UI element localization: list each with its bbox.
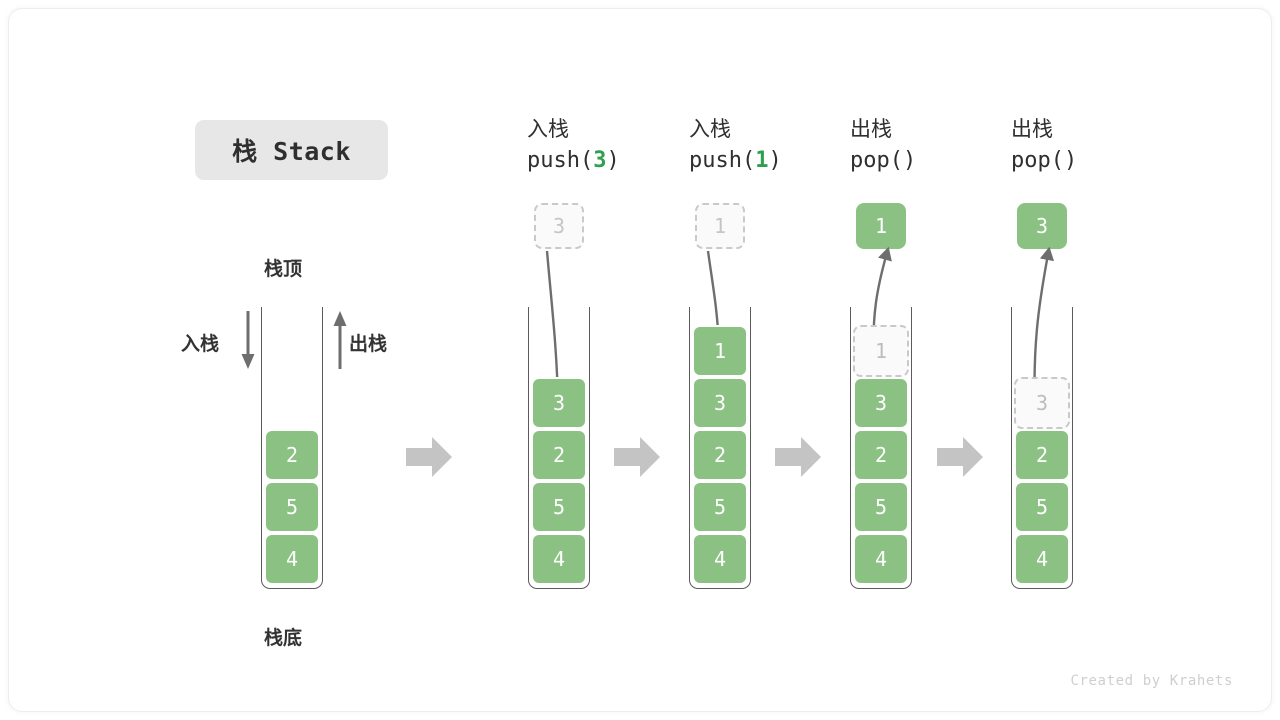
stack-container-outline xyxy=(689,307,751,589)
popped-element-box: 1 xyxy=(856,203,906,249)
stage-title-push-1: 入栈 push(1) xyxy=(689,115,782,176)
code-argument: 1 xyxy=(755,147,769,173)
stage-code-label: pop() xyxy=(850,145,916,176)
stack-cell: 2 xyxy=(853,429,909,481)
stack-container-outline xyxy=(850,307,912,589)
watermark: Created by Krahets xyxy=(1070,673,1233,689)
step-arrow-icon-3 xyxy=(775,437,821,477)
stack-cell: 3 xyxy=(692,377,748,429)
code-prefix: push( xyxy=(527,147,594,173)
stack-cell: 4 xyxy=(853,533,909,585)
stack-title-badge: 栈 Stack xyxy=(195,120,388,180)
code-prefix: pop( xyxy=(1011,147,1064,173)
stack-cell: 3 xyxy=(531,377,587,429)
stage-operation-label: 入栈 xyxy=(527,118,569,141)
stage-code-label: pop() xyxy=(1011,145,1077,176)
incoming-element-box: 1 xyxy=(695,203,745,249)
code-prefix: pop( xyxy=(850,147,903,173)
step-arrow-icon-1 xyxy=(406,437,452,477)
popped-element-box: 3 xyxy=(1017,203,1067,249)
stack-container-outline xyxy=(528,307,590,589)
stage-operation-label: 入栈 xyxy=(689,118,731,141)
stack-cell: 4 xyxy=(264,533,320,585)
stack-cell: 2 xyxy=(692,429,748,481)
code-suffix: ) xyxy=(768,147,782,173)
stack-cell: 5 xyxy=(531,481,587,533)
stage-operation-label: 出栈 xyxy=(1011,118,1053,141)
pop-direction-arrow-icon xyxy=(333,311,347,369)
stack-cell: 2 xyxy=(531,429,587,481)
stack-bottom-label: 栈底 xyxy=(264,628,303,649)
stack-cell: 4 xyxy=(1014,533,1070,585)
code-argument: 3 xyxy=(593,147,607,173)
code-suffix: ) xyxy=(606,147,620,173)
stack-container-outline xyxy=(1011,307,1073,589)
stack-cell: 5 xyxy=(853,481,909,533)
code-suffix: ) xyxy=(902,147,917,173)
stack-cell: 4 xyxy=(692,533,748,585)
pop-side-label: 出栈 xyxy=(349,334,388,355)
stage-operation-label: 出栈 xyxy=(850,118,892,141)
stack-cell: 5 xyxy=(264,481,320,533)
stage-title-pop-2: 出栈 pop() xyxy=(1011,115,1077,176)
stack-cell: 2 xyxy=(1014,429,1070,481)
stack-cell: 3 xyxy=(853,377,909,429)
step-arrow-icon-4 xyxy=(937,437,983,477)
push-side-label: 入栈 xyxy=(181,334,220,355)
stage-title-push-3: 入栈 push(3) xyxy=(527,115,620,176)
incoming-element-box: 3 xyxy=(534,203,584,249)
stack-container-outline xyxy=(261,307,323,589)
stack-top-label: 栈顶 xyxy=(264,259,303,280)
code-prefix: push( xyxy=(689,147,756,173)
step-arrow-icon-2 xyxy=(614,437,660,477)
stack-cell: 2 xyxy=(264,429,320,481)
stack-cell-ghost: 1 xyxy=(853,325,909,377)
stack-cell: 5 xyxy=(692,481,748,533)
stack-cell: 5 xyxy=(1014,481,1070,533)
stack-cell-ghost: 3 xyxy=(1014,377,1070,429)
stack-cell: 1 xyxy=(692,325,748,377)
stack-cell: 4 xyxy=(531,533,587,585)
stage-code-label: push(1) xyxy=(689,145,782,176)
push-direction-arrow-icon xyxy=(241,311,255,369)
code-suffix: ) xyxy=(1063,147,1078,173)
stage-code-label: push(3) xyxy=(527,145,620,176)
stage-title-pop-1: 出栈 pop() xyxy=(850,115,916,176)
